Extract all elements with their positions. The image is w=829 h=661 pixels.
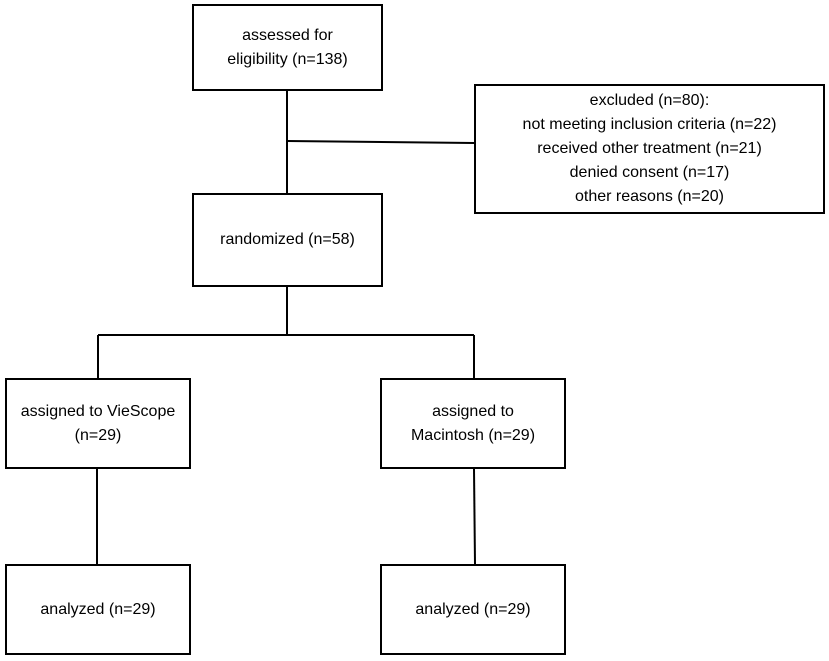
randomized-label: randomized (n=58) [220,231,355,248]
macintosh-arm-line2: Macintosh (n=29) [410,426,536,444]
analyzed-viescope-label: analyzed (n=29) [40,600,156,618]
macintosh-arm-line1: assigned to [432,402,514,420]
macintosh-arm-box: assigned to Macintosh (n=29) [380,378,566,469]
randomized-box: randomized (n=58) [192,193,383,287]
viescope-arm-box: assigned to VieScope (n=29) [5,378,191,469]
connector-to-excluded [286,140,475,144]
analyzed-viescope-box: analyzed (n=29) [5,564,191,655]
assessed-line2: eligibility (n=138) [227,50,348,68]
excluded-reason: not meeting inclusion criteria (n=22) [522,116,777,133]
connector-macintosh-to-analyzed [473,468,476,565]
analyzed-macintosh-label: analyzed (n=29) [415,600,531,618]
assessed-line1: assessed for [242,26,333,44]
assessed-box: assessed for eligibility (n=138) [192,4,383,91]
excluded-reason: denied consent (n=17) [569,164,730,181]
excluded-title: excluded (n=80): [589,92,710,109]
excluded-box: excluded (n=80): not meeting inclusion c… [474,84,825,214]
excluded-reason: received other treatment (n=21) [537,140,762,157]
viescope-arm-line2: (n=29) [74,426,122,444]
analyzed-macintosh-box: analyzed (n=29) [380,564,566,655]
viescope-arm-line1: assigned to VieScope [20,402,176,420]
excluded-reason: other reasons (n=20) [575,188,724,205]
